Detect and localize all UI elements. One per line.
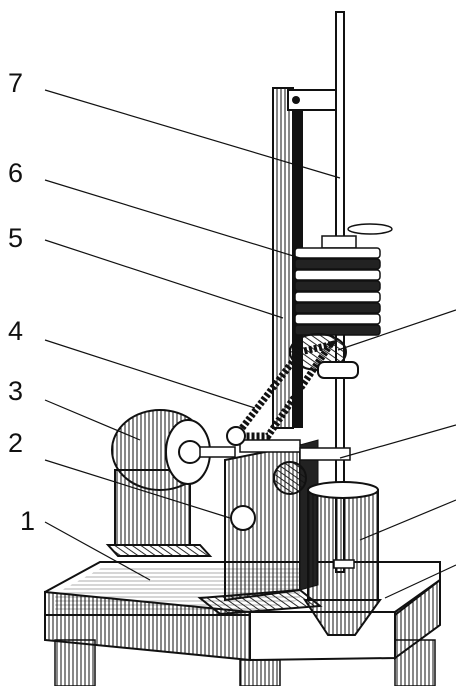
weight-disc [294, 324, 381, 336]
label-6: 6 [8, 158, 24, 188]
weight-stack [294, 223, 393, 336]
label-3: 3 [8, 376, 24, 406]
weight-disc [294, 247, 381, 259]
test-cylinder [303, 481, 382, 636]
motor [105, 409, 236, 557]
chain-drive [226, 333, 359, 446]
weight-disc [294, 291, 381, 303]
weight-disc [294, 269, 381, 281]
weight-disc [294, 258, 381, 270]
weight-disc [294, 280, 381, 292]
label-7: 7 [8, 68, 24, 98]
label-5: 5 [8, 223, 24, 253]
leader-lines [44, 89, 456, 599]
weight-disc [294, 313, 381, 325]
weight-disc [294, 302, 381, 314]
label-1: 1 [20, 506, 36, 536]
rod-clamp [299, 447, 351, 461]
label-4: 4 [8, 316, 24, 346]
label-2: 2 [8, 428, 24, 458]
